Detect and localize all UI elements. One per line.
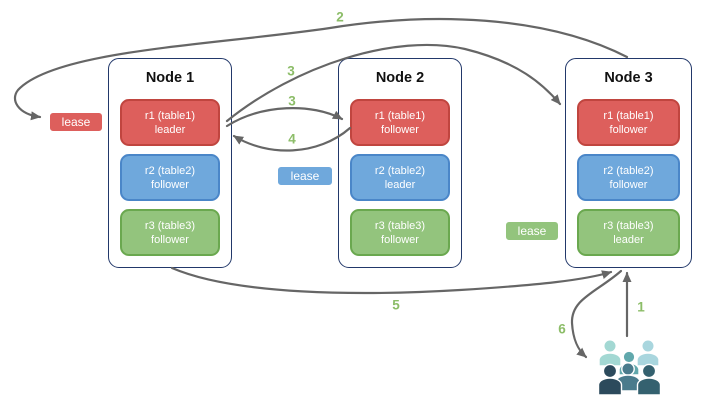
arrow-step-2 <box>13 17 629 121</box>
step-label-3-upper: 3 <box>287 63 295 79</box>
replica-role: leader <box>154 123 186 136</box>
node-2-title: Node 2 <box>375 70 425 86</box>
node3-replica-r2: r2 (table2) follower <box>577 154 680 201</box>
lease-label-table2: lease <box>277 166 333 186</box>
node3-replica-r1: r1 (table1) follower <box>577 99 680 146</box>
node1-replica-r1: r1 (table1) leader <box>120 99 220 146</box>
replica-role: follower <box>151 233 189 246</box>
node2-replica-r1: r1 (table1) follower <box>350 99 450 146</box>
replica-role: leader <box>384 178 416 191</box>
node1-replica-r2: r2 (table2) follower <box>120 154 220 201</box>
replica-name: r2 (table2) <box>144 164 196 177</box>
node2-replica-r2: r2 (table2) leader <box>350 154 450 201</box>
replica-role: leader <box>613 233 644 246</box>
node3-replica-r3: r3 (table3) leader <box>577 209 680 256</box>
node-3-title: Node 3 <box>604 70 653 86</box>
replica-role: follower <box>151 178 189 191</box>
step-label-1: 1 <box>637 299 645 315</box>
step-label-4: 4 <box>288 131 296 147</box>
lease-label-table3: lease <box>505 221 559 241</box>
replica-name: r3 (table3) <box>603 219 654 232</box>
replica-name: r3 (table3) <box>144 219 196 232</box>
step-label-5: 5 <box>392 297 400 313</box>
replica-role: follower <box>609 178 648 191</box>
arrow-step-5 <box>170 266 613 295</box>
lease-label-table1: lease <box>49 112 103 132</box>
node1-replica-r3: r3 (table3) follower <box>120 209 220 256</box>
node-1-title: Node 1 <box>145 70 195 86</box>
arrow-step-6 <box>570 269 623 359</box>
arrow-step-3-to-node2 <box>225 107 344 128</box>
replica-role: follower <box>609 123 648 136</box>
replica-name: r3 (table3) <box>374 219 426 232</box>
replica-name: r2 (table2) <box>603 164 654 177</box>
step-label-6: 6 <box>558 321 566 337</box>
clients-group-icon <box>597 339 662 396</box>
replica-role: follower <box>381 233 419 246</box>
replica-name: r2 (table2) <box>374 164 426 177</box>
replica-name: r1 (table1) <box>144 109 196 122</box>
node-2: Node 2 r1 (table1) follower r2 (table2) … <box>338 58 462 268</box>
step-label-3-lower: 3 <box>288 93 296 109</box>
node-1: Node 1 r1 (table1) leader r2 (table2) fo… <box>108 58 232 268</box>
node2-replica-r3: r3 (table3) follower <box>350 209 450 256</box>
replica-name: r1 (table1) <box>603 109 654 122</box>
step-label-2: 2 <box>336 9 344 25</box>
replica-role: follower <box>381 123 419 136</box>
node-3: Node 3 r1 (table1) follower r2 (table2) … <box>565 58 692 268</box>
replica-name: r1 (table1) <box>374 109 426 122</box>
